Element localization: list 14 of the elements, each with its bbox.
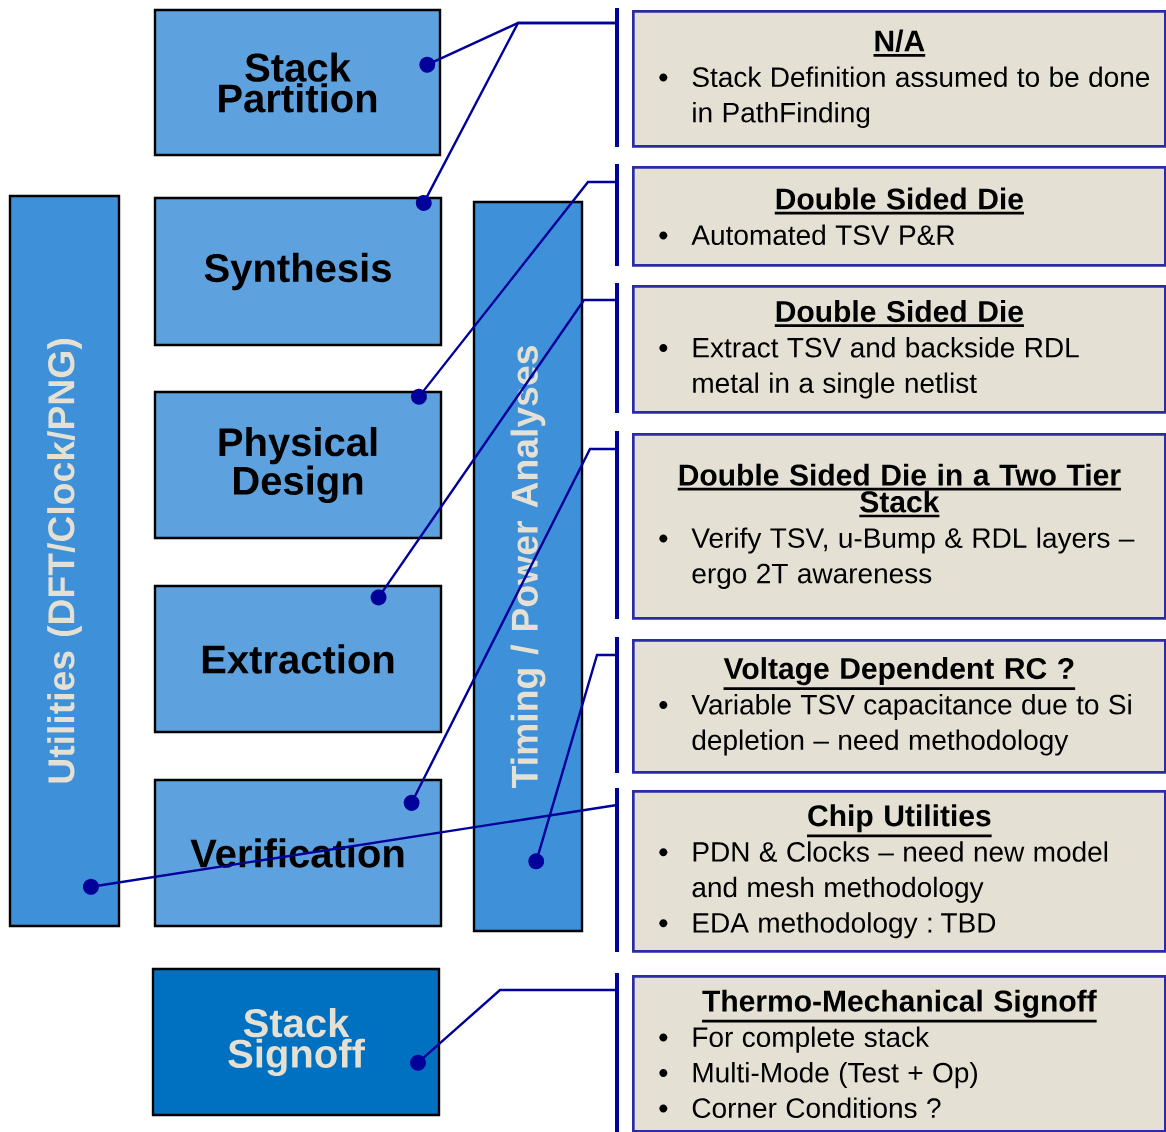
signoff-box: Stack Signoff: [151, 967, 441, 1117]
vertical-bar: Timing / Power Analyses: [472, 200, 584, 933]
leader-line: [370, 298, 617, 606]
leader-line: [82, 803, 618, 895]
leader-line: [403, 447, 617, 811]
process-box: Physical Design: [153, 390, 443, 540]
leader-line: [410, 180, 617, 405]
vertical-bar: Utilities (DFT/Clock/PNG): [8, 194, 121, 928]
process-box: Extraction: [153, 584, 443, 734]
process-box: Stack Partition: [153, 8, 442, 157]
leader-line: [410, 988, 617, 1071]
leader-line: [415, 21, 617, 211]
leader-line: [528, 653, 617, 870]
process-box: Synthesis: [153, 196, 443, 347]
